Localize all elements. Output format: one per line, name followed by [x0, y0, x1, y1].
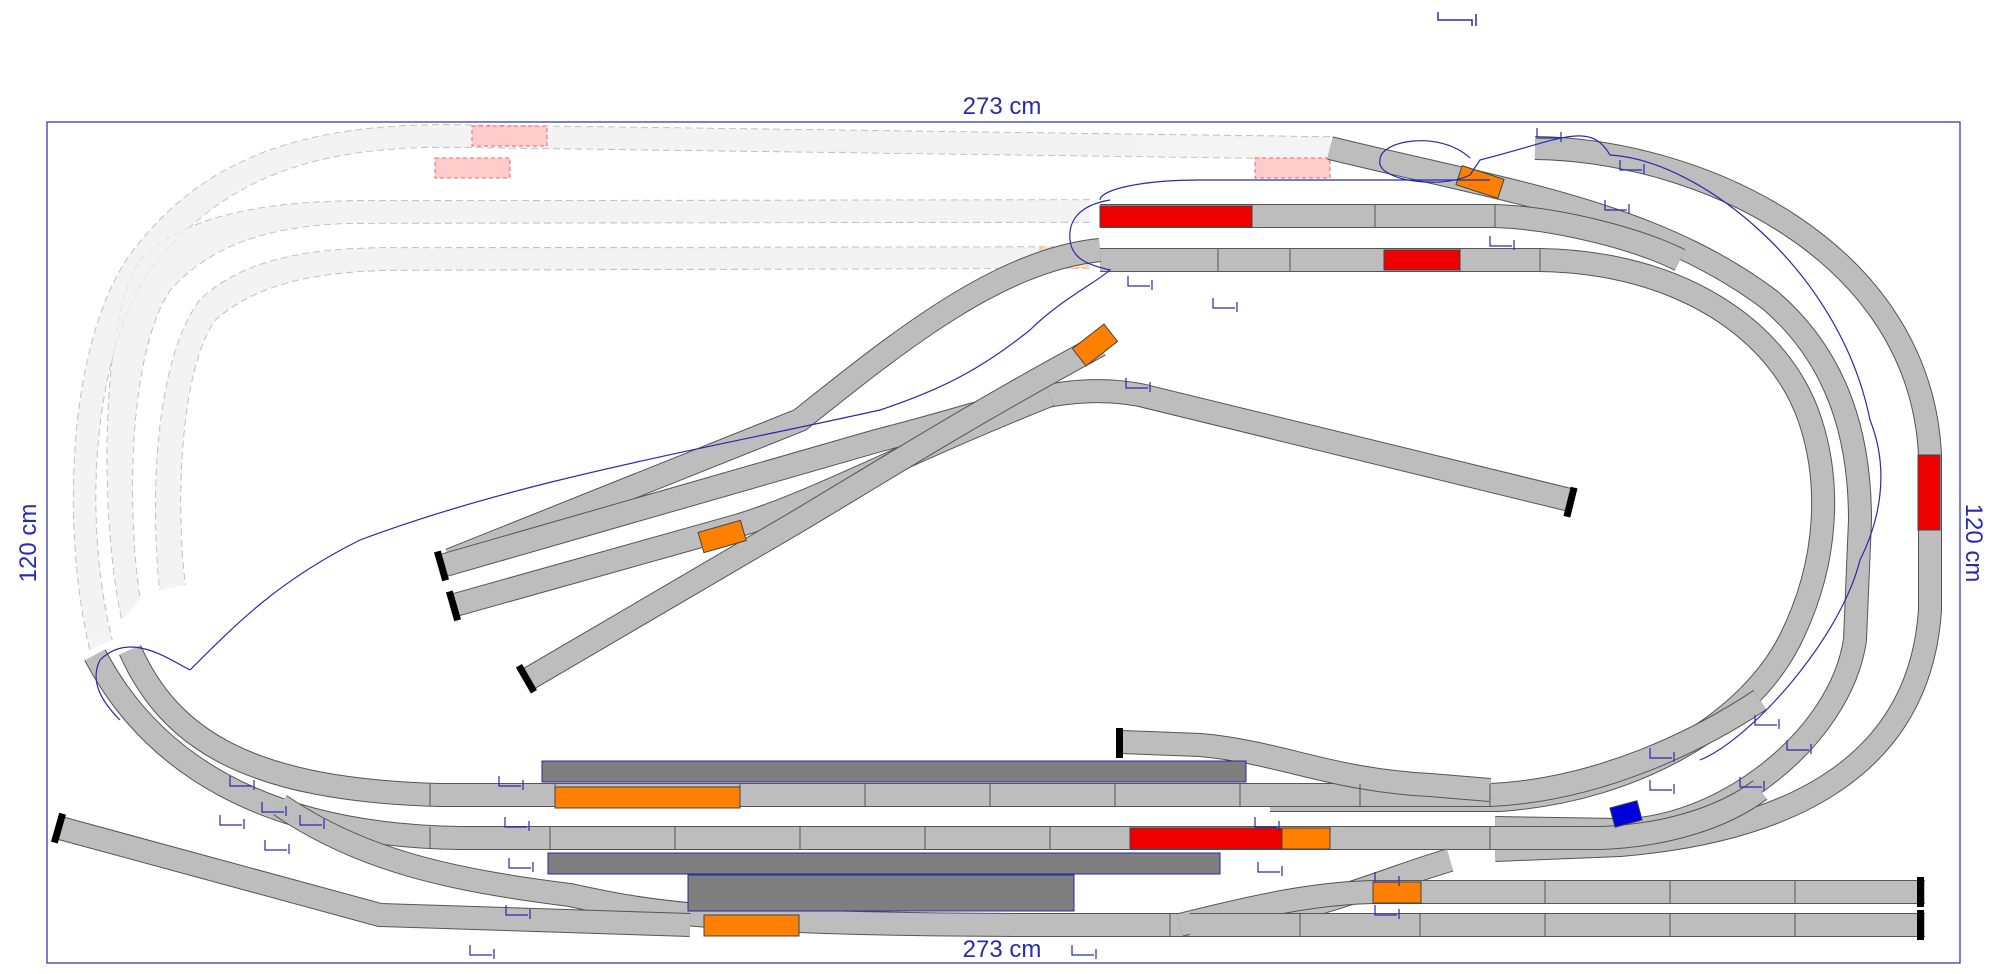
signal-icon[interactable]: [1127, 276, 1153, 290]
signal-icon[interactable]: [1619, 160, 1645, 174]
signal-icon[interactable]: [508, 858, 534, 872]
feedback-blocks[interactable]: [554, 165, 1505, 937]
hidden-block-pink-2: [434, 157, 511, 179]
hidden-block-pink-1: [471, 125, 548, 147]
platform-lower: [687, 874, 1075, 912]
signal-icon[interactable]: [504, 817, 530, 831]
signal-icon[interactable]: [264, 840, 290, 854]
signal-icon[interactable]: [219, 815, 245, 829]
signal-icon[interactable]: [1786, 740, 1812, 754]
dimension-bottom: 273 cm: [963, 936, 1042, 963]
signal-icon[interactable]: [1254, 817, 1280, 831]
signal-icon[interactable]: [469, 945, 495, 959]
signal-icon[interactable]: [1649, 780, 1675, 794]
signal-icon[interactable]: [505, 905, 531, 919]
signal-icon[interactable]: [1649, 748, 1675, 762]
signal-icon[interactable]: [1212, 298, 1238, 312]
signal-icon[interactable]: [229, 776, 255, 790]
signal-icon[interactable]: [1489, 236, 1515, 250]
platform-middle: [547, 852, 1221, 875]
baseboard-outline: [46, 121, 1961, 964]
signal-block-blue[interactable]: [1609, 800, 1643, 828]
signal-icon[interactable]: [261, 802, 287, 816]
signal-icon[interactable]: [1257, 862, 1283, 876]
buffer-stops: [50, 486, 1924, 940]
tool-marker-icon[interactable]: [1437, 12, 1477, 26]
signal-icon[interactable]: [1754, 715, 1780, 729]
signal-icon[interactable]: [1536, 128, 1562, 142]
signal-icon[interactable]: [1374, 872, 1400, 886]
signal-icon[interactable]: [1604, 200, 1630, 214]
signal-icons[interactable]: [219, 128, 1812, 959]
hidden-track-fill: [73, 124, 1330, 650]
dimension-right: 120 cm: [1960, 504, 1987, 583]
dimension-left: 120 cm: [15, 504, 42, 583]
visible-tracks: [56, 136, 1942, 937]
signal-icon[interactable]: [1374, 905, 1400, 919]
signal-icon[interactable]: [1125, 378, 1151, 392]
signal-icon[interactable]: [1739, 777, 1765, 791]
occupied-blocks[interactable]: [1099, 205, 1941, 850]
hidden-block-pink-3: [1254, 157, 1331, 179]
wiring: [95, 135, 1882, 761]
signal-icon[interactable]: [498, 776, 524, 790]
platform-upper: [541, 760, 1247, 783]
signal-icon[interactable]: [299, 815, 325, 829]
signal-icon[interactable]: [1071, 945, 1097, 959]
dimension-top: 273 cm: [963, 93, 1042, 120]
